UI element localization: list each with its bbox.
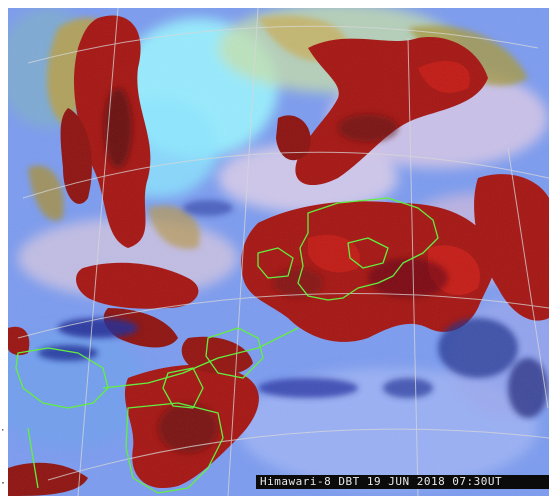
corner-tick-mark: · [0,478,7,489]
satellite-scene [8,8,549,496]
edge-tick-mark: · [0,426,6,436]
satellite-image [8,8,549,496]
image-caption: Himawari-8 DBT 19 JUN 2018 07:30UT [256,475,549,489]
image-grain [8,8,549,496]
